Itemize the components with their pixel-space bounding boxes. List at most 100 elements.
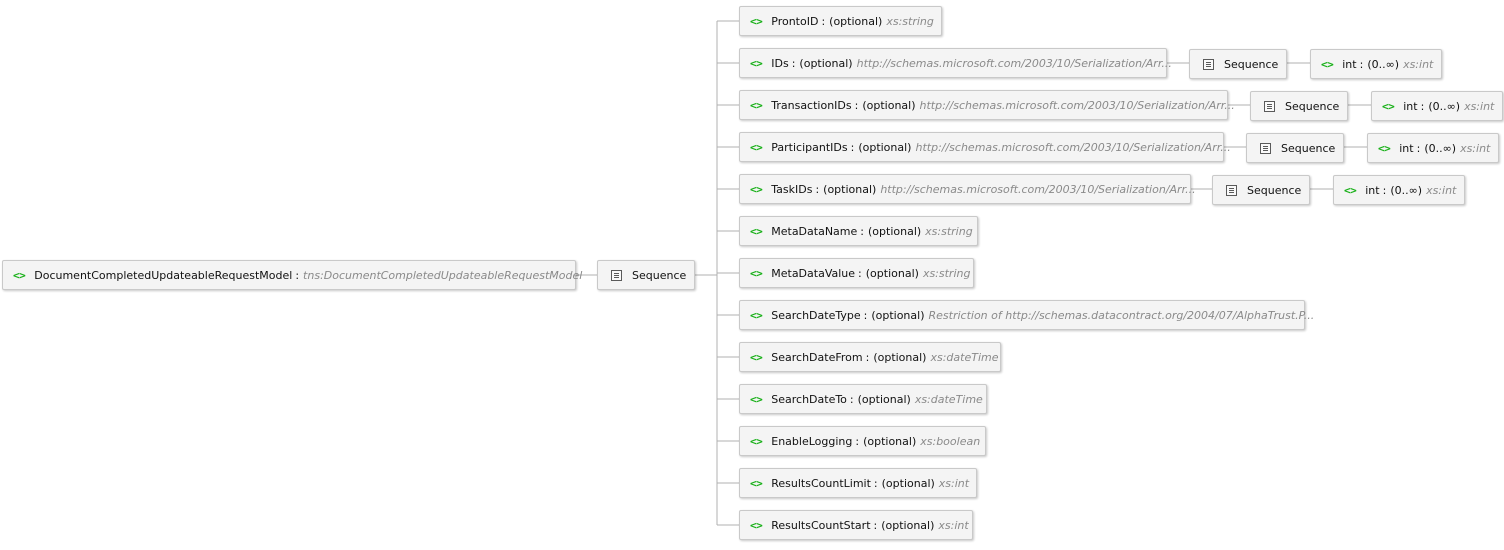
sequence-icon xyxy=(1203,58,1214,70)
element-type: xs:int xyxy=(1464,99,1495,113)
element-node-SearchDateFrom[interactable]: <>SearchDateFrom:(optional)xs:dateTime xyxy=(739,342,1001,372)
element-cardinality: (optional) xyxy=(862,98,916,112)
separator: : xyxy=(849,392,854,406)
element-name: IDs xyxy=(771,56,789,70)
element-type: xs:dateTime xyxy=(930,350,999,364)
element-type: http://schemas.microsoft.com/2003/10/Ser… xyxy=(915,140,1231,154)
element-cardinality: (optional) xyxy=(865,266,919,280)
separator: : xyxy=(855,434,860,448)
element-name: ResultsCountLimit xyxy=(771,476,871,490)
element-node-ResultsCountStart[interactable]: <> ResultsCountStart:(optional)xs:int xyxy=(739,510,973,540)
element-type: xs:string xyxy=(886,14,934,28)
sequence-node[interactable]: Sequence xyxy=(1250,91,1348,121)
element-type: xs:dateTime xyxy=(914,392,983,406)
separator: : xyxy=(1359,57,1364,71)
element-cardinality: (optional) xyxy=(857,392,911,406)
separator: : xyxy=(865,350,870,364)
element-node-MetaDataValue[interactable]: <>MetaDataValue:(optional)xs:string xyxy=(739,258,974,288)
element-cardinality: (optional) xyxy=(799,56,853,70)
sequence-node[interactable]: Sequence xyxy=(1212,175,1310,205)
element-node-ResultsCountLimit[interactable]: <>ResultsCountLimit:(optional)xs:int xyxy=(739,468,977,498)
sequence-icon xyxy=(611,269,622,281)
element-name: SearchDateTo xyxy=(771,392,847,406)
root-sequence-node[interactable]: Sequence xyxy=(597,260,695,290)
element-node-MetaDataName[interactable]: <>MetaDataName:(optional)xs:string xyxy=(739,216,978,246)
element-brackets-icon: <> xyxy=(750,56,763,70)
element-name: EnableLogging xyxy=(771,434,853,448)
element-name: MetaDataValue xyxy=(771,266,856,280)
element-cardinality: (optional) xyxy=(868,224,922,238)
separator: : xyxy=(860,224,864,238)
separator: : xyxy=(863,308,868,322)
sequence-node[interactable]: Sequence xyxy=(1189,49,1287,79)
sequence-label: Sequence xyxy=(1247,183,1302,197)
element-name: TransactionIDs xyxy=(771,98,852,112)
element-type: xs:int xyxy=(938,476,970,490)
element-brackets-icon: <> xyxy=(1382,99,1395,113)
element-cardinality: (0..∞) xyxy=(1390,183,1423,197)
element-node-EnableLogging[interactable]: <>EnableLogging:(optional)xs:boolean xyxy=(739,426,986,456)
root-element-node[interactable]: <> DocumentCompletedUpdateableRequestMod… xyxy=(2,260,582,290)
int-element-node[interactable]: <> int:(0..∞)xs:int xyxy=(1310,49,1442,79)
element-type: http://schemas.microsoft.com/2003/10/Ser… xyxy=(856,56,1172,70)
element-brackets-icon: <> xyxy=(750,518,763,532)
sequence-label: Sequence xyxy=(1281,141,1336,155)
element-name: DocumentCompletedUpdateableRequestModel xyxy=(34,268,293,282)
element-name: ProntoID xyxy=(771,14,819,28)
element-type: xs:string xyxy=(922,266,971,280)
element-name: int xyxy=(1342,57,1357,71)
element-type: xs:boolean xyxy=(920,434,981,448)
element-node-TransactionIDs[interactable]: <>TransactionIDs:(optional)http://schema… xyxy=(739,90,1235,120)
sequence-icon xyxy=(1260,142,1271,154)
element-name: TaskIDs xyxy=(771,182,813,196)
element-node-SearchDateTo[interactable]: <> SearchDateTo:(optional)xs:dateTime xyxy=(739,384,987,414)
element-type: http://schemas.microsoft.com/2003/10/Ser… xyxy=(919,98,1235,112)
separator: : xyxy=(791,56,796,70)
separator: : xyxy=(295,268,300,282)
separator: : xyxy=(873,518,878,532)
element-brackets-icon: <> xyxy=(1378,141,1391,155)
sequence-icon xyxy=(1264,100,1275,112)
element-type: xs:string xyxy=(925,224,973,238)
element-brackets-icon: <> xyxy=(750,140,763,154)
element-node-ParticipantIDs[interactable]: <> ParticipantIDs:(optional)http://schema… xyxy=(739,132,1231,162)
element-type: tns:DocumentCompletedUpdateableRequestMo… xyxy=(303,268,583,282)
element-name: ParticipantIDs xyxy=(771,140,848,154)
element-cardinality: (optional) xyxy=(881,476,935,490)
separator: : xyxy=(1382,183,1387,197)
element-name: int xyxy=(1399,141,1414,155)
separator: : xyxy=(858,266,862,280)
element-cardinality: (optional) xyxy=(871,308,925,322)
element-name: int xyxy=(1365,183,1380,197)
separator: : xyxy=(821,14,826,28)
separator: : xyxy=(873,476,878,490)
element-type: xs:int xyxy=(938,518,969,532)
element-brackets-icon: <> xyxy=(1321,57,1334,71)
int-element-node[interactable]: <>int:(0..∞)xs:int xyxy=(1367,133,1499,163)
element-node-SearchDateType[interactable]: <>SearchDateType:(optional)Restriction o… xyxy=(739,300,1314,330)
element-node-TaskIDs[interactable]: <>TaskIDs:(optional)http://schemas.micro… xyxy=(739,174,1196,204)
element-type: xs:int xyxy=(1403,57,1434,71)
element-type: xs:int xyxy=(1460,141,1491,155)
element-cardinality: (optional) xyxy=(881,518,935,532)
element-cardinality: (optional) xyxy=(829,14,883,28)
sequence-icon xyxy=(1226,184,1237,196)
element-cardinality: (0..∞) xyxy=(1367,57,1400,71)
element-brackets-icon: <> xyxy=(750,392,763,406)
element-node-IDs[interactable]: <> IDs:(optional)http://schemas.microsoft… xyxy=(739,48,1172,78)
separator: : xyxy=(1416,141,1421,155)
element-cardinality: (optional) xyxy=(858,140,912,154)
element-brackets-icon: <> xyxy=(1344,183,1357,197)
element-name: ResultsCountStart xyxy=(771,518,871,532)
element-type: xs:int xyxy=(1426,183,1457,197)
sequence-label: Sequence xyxy=(1224,57,1279,71)
separator: : xyxy=(850,140,855,154)
sequence-node[interactable]: Sequence xyxy=(1246,133,1344,163)
sequence-label: Sequence xyxy=(632,268,687,282)
int-element-node[interactable]: <> int:(0..∞)xs:int xyxy=(1333,175,1465,205)
element-type: http://schemas.microsoft.com/2003/10/Ser… xyxy=(880,182,1196,196)
element-node-ProntoID[interactable]: <>ProntoID:(optional)xs:string xyxy=(739,6,942,36)
element-brackets-icon: <> xyxy=(750,98,763,112)
int-element-node[interactable]: <>int:(0..∞)xs:int xyxy=(1371,91,1503,121)
